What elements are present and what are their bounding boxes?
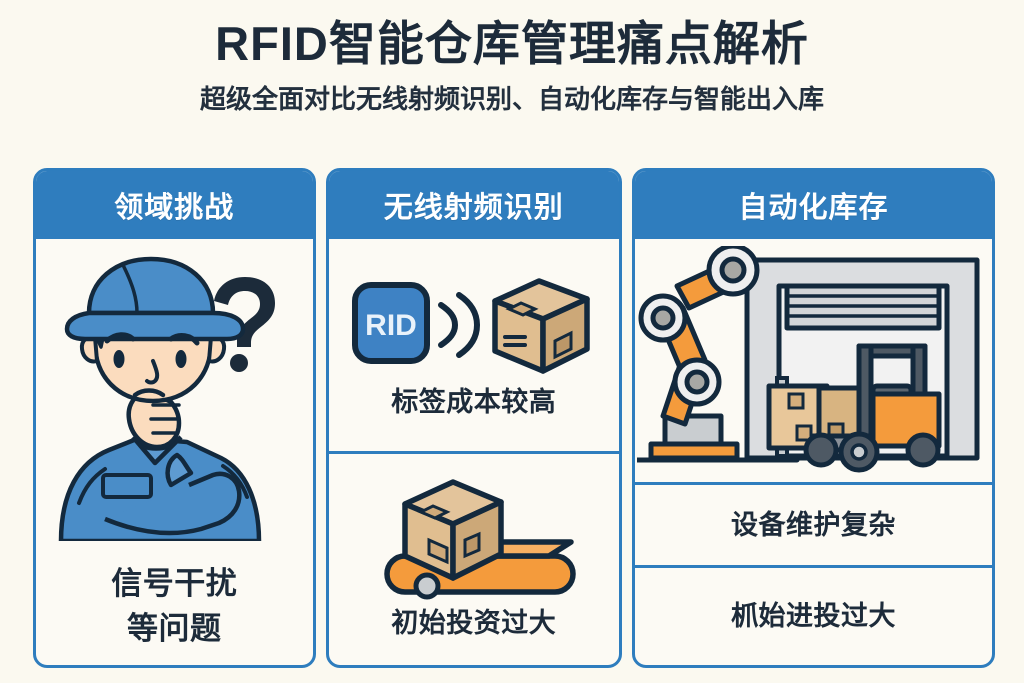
- column-header-domain-challenge: 领域挑战: [36, 171, 313, 239]
- cell-label-signal-interference: 信号干扰 等问题: [36, 558, 313, 665]
- cell-worker-thinking: [36, 239, 313, 558]
- rfid-tag-signal-box-icon: RID: [329, 271, 619, 379]
- label-line-1: 信号干扰: [111, 565, 238, 601]
- cell-warehouse-scene: [635, 239, 992, 482]
- cell-initial-investment: 初始投资过大: [328, 451, 619, 665]
- cell-maintenance-complexity: 设备维护复杂: [634, 482, 992, 565]
- robot-arm-warehouse-forklift-icon: [635, 245, 992, 476]
- column-domain-challenge: 领域挑战: [33, 168, 316, 668]
- page-subtitle: 超级全面对比无线射频识别、自动化库存与智能出入库: [199, 83, 824, 114]
- column-automated-inventory: 自动化库存: [631, 168, 995, 668]
- column-header-label: 自动化库存: [738, 192, 889, 224]
- label-rfid-tag-cost: 标签成本较高: [391, 386, 557, 417]
- conveyor-belt-box-icon: [329, 478, 619, 600]
- label-line-2: 等问题: [127, 611, 222, 647]
- page-title: RFID智能仓库管理痛点解析: [215, 17, 809, 70]
- column-header-automated-inventory: 自动化库存: [634, 171, 992, 239]
- rfid-tag-text: RID: [365, 309, 417, 342]
- thinking-worker-icon: [36, 251, 313, 542]
- label-maintenance-complexity: 设备维护复杂: [730, 509, 896, 540]
- column-rfid: 无线射频识别 RID: [325, 168, 622, 668]
- cell-rfid-tag-cost: RID: [329, 239, 619, 451]
- label-initial-investment: 初始投资过大: [391, 608, 557, 639]
- header: RFID智能仓库管理痛点解析 超级全面对比无线射频识别、自动化库存与智能出入库: [0, 17, 1024, 116]
- cell-investment-too-large: 枛始进投过大: [634, 565, 992, 665]
- column-header-label: 无线射频识别: [383, 192, 564, 224]
- column-header-label: 领域挑战: [114, 192, 235, 224]
- comparison-columns: 领域挑战: [33, 168, 995, 668]
- label-investment-too-large: 枛始进投过大: [730, 601, 896, 632]
- column-header-rfid: 无线射频识别: [328, 171, 619, 239]
